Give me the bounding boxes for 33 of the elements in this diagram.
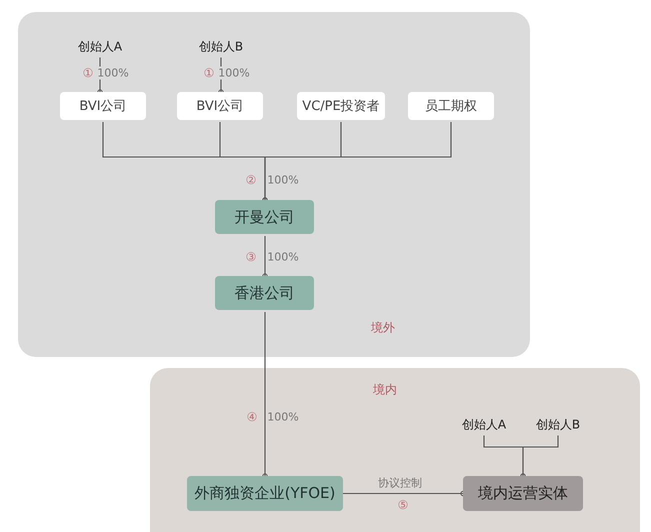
connector-line — [262, 312, 268, 479]
edge-label: 协议控制 — [377, 476, 423, 490]
step-number: ① — [204, 66, 214, 80]
company-box: 香港公司 — [215, 276, 314, 310]
connector-line — [262, 236, 268, 279]
founder-label: 创始人A — [78, 38, 122, 56]
company-box: VC/PE投资者 — [297, 92, 385, 120]
edge-label: 100% — [96, 66, 130, 80]
founder-label: 创始人B — [198, 38, 244, 56]
founder-label: 创始人B — [536, 416, 580, 434]
region-label: 境内 — [373, 382, 397, 398]
edge-label: 100% — [266, 174, 300, 186]
step-number: ⑤ — [398, 498, 408, 512]
edge-label: 100% — [217, 66, 251, 80]
region-label: 境外 — [371, 320, 395, 336]
company-box: 外商独资企业(YFOE) — [187, 476, 343, 511]
step-number: ③ — [246, 250, 256, 264]
company-box: BVI公司 — [60, 92, 146, 120]
edge-label: 100% — [266, 410, 300, 424]
company-box: 开曼公司 — [215, 200, 314, 234]
region-panel — [18, 12, 530, 357]
connector-line — [520, 436, 559, 479]
connector-line — [343, 490, 466, 496]
edge-label: 100% — [266, 250, 300, 264]
step-number: ④ — [246, 410, 258, 424]
connector-line — [262, 122, 452, 203]
company-box: 员工期权 — [408, 92, 494, 120]
region-panel — [150, 368, 640, 532]
company-box: BVI公司 — [177, 92, 263, 120]
step-number: ② — [246, 173, 256, 187]
company-box: 境内运营实体 — [463, 476, 583, 511]
step-number: ① — [82, 66, 94, 80]
founder-label: 创始人A — [462, 416, 506, 434]
